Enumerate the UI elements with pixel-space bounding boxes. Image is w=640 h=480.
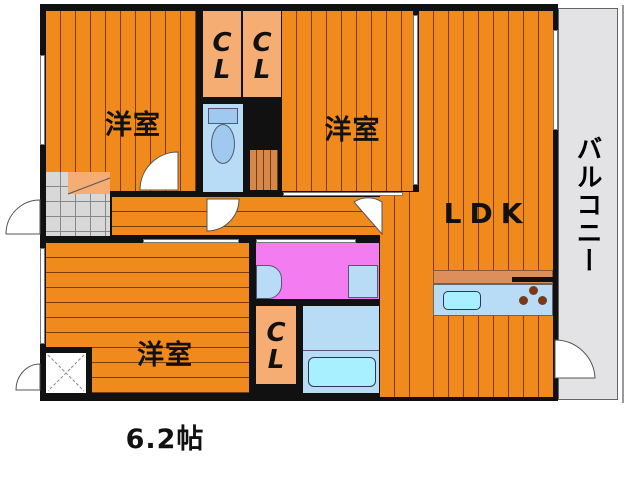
closet-2 [243,11,281,97]
sliding-door-room-3 [143,239,239,243]
burner-icon [519,296,528,305]
western-room-3 [46,243,249,393]
storage-steps [250,150,278,190]
door-room-1[interactable] [139,150,180,192]
washing-machine-space [348,265,378,298]
washbasin [256,265,282,299]
toilet-tank [208,108,238,124]
room-name: 洋室 [324,115,381,146]
western-room-2 [282,11,413,191]
kitchen-sink [443,291,481,310]
toilet-bowl [211,124,235,164]
door-ldk[interactable] [352,197,384,236]
balcony-label: バルコニー [572,135,602,275]
door-toilet[interactable] [205,197,241,233]
stove-area [512,282,553,316]
sliding-door-washroom [256,239,356,243]
room-name: LDK [443,197,531,230]
balcony-outer-line [622,5,624,403]
closet-1 [203,11,241,97]
entrance-door[interactable] [4,198,42,236]
shoe-closet [68,172,110,194]
burner-icon [529,286,538,295]
burner-icon [538,296,547,305]
room-name: 洋室 [105,110,161,141]
closet-1-label: C L [212,28,232,86]
closet-3-label: C L [266,318,286,376]
storage-cross-icon [47,354,85,392]
ldk [419,11,553,397]
western-room-3-label: 洋室 6.2帖 [110,288,220,480]
room-name: 洋室 [137,340,193,371]
sliding-door-room-2-bottom [283,192,403,196]
balcony-door[interactable] [553,338,597,380]
window-ldk-top [553,30,558,130]
sliding-door-room-2 [413,15,418,185]
bath-divider [303,350,379,351]
closet-3 [256,306,296,384]
bathtub [308,357,376,387]
closet-2-label: C L [252,28,272,86]
hallway [112,197,380,235]
room-size: 6.2帖 [125,424,205,455]
ldk-extension [380,192,420,397]
shoe-closet-diagonal [67,177,111,195]
storage-door[interactable] [14,362,42,392]
stove-wall [512,277,553,282]
window-room-3 [40,248,45,344]
balcony [558,8,618,400]
window-room-1 [40,55,45,145]
